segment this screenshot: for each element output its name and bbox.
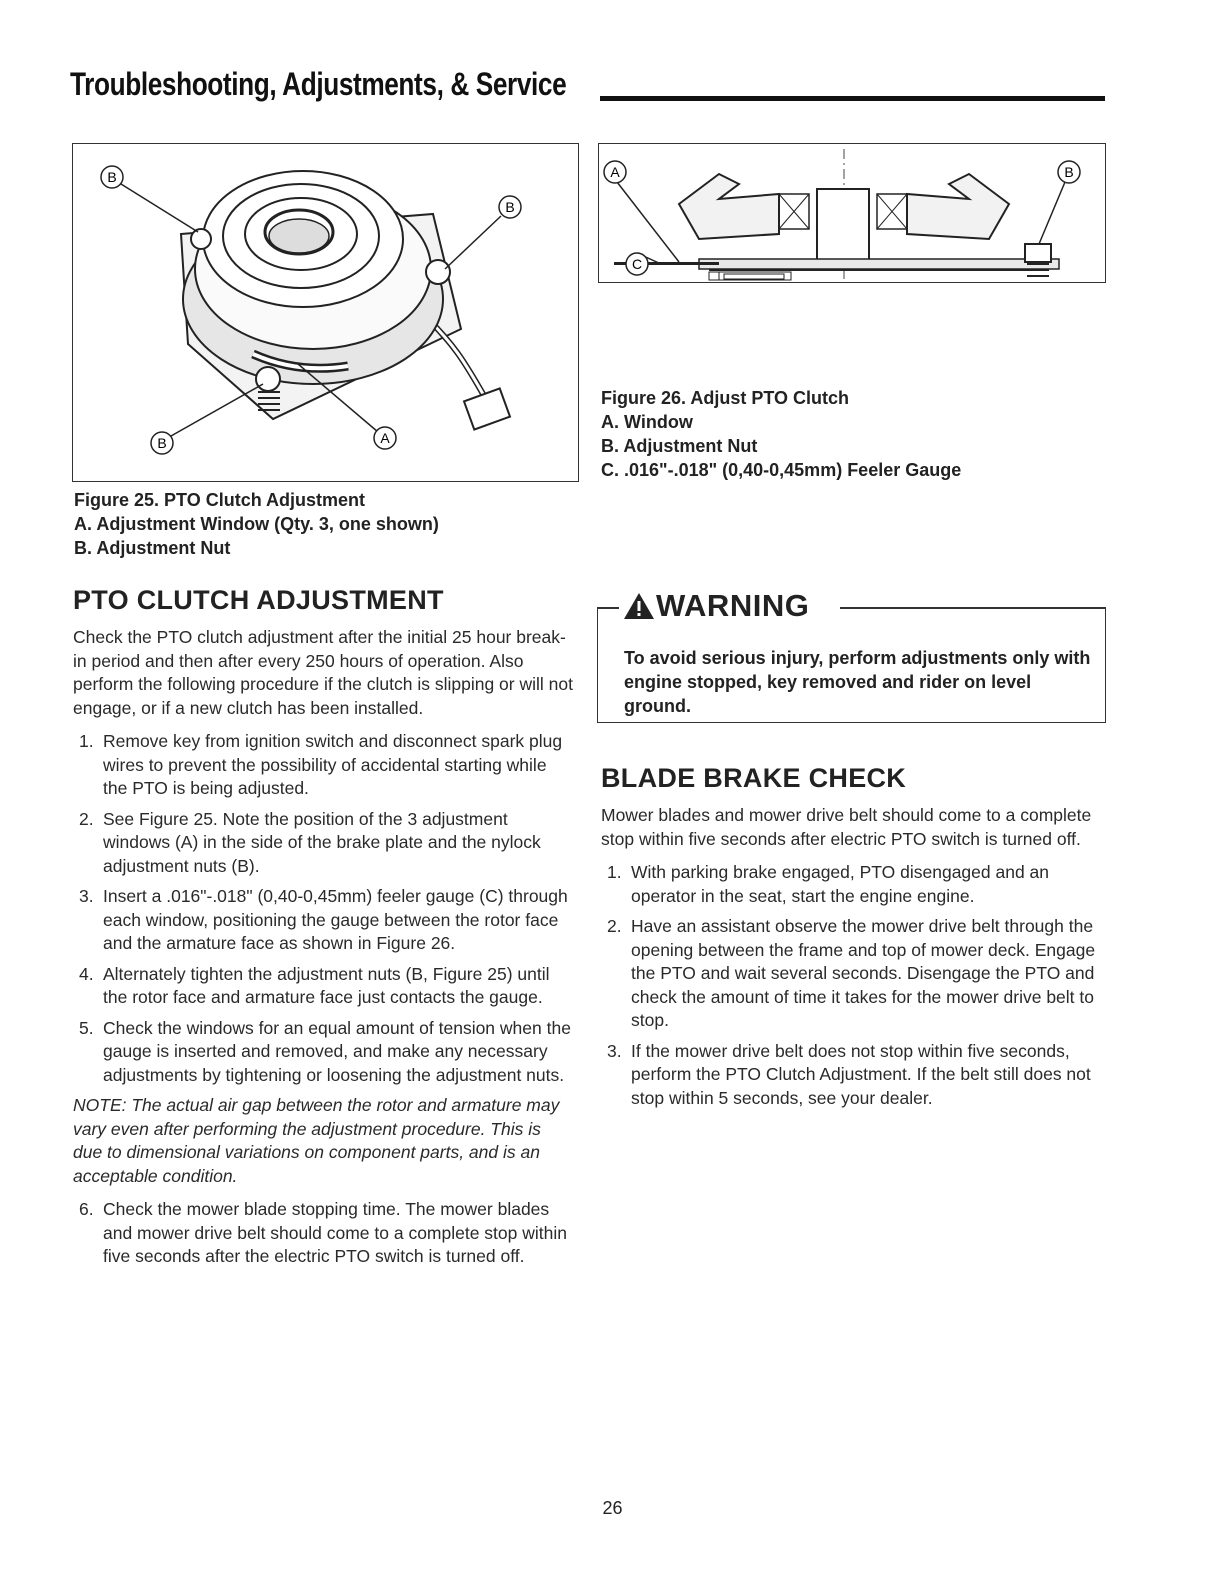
figure-26-caption-a: A. Window [601,412,693,432]
list-item: 1.Remove key from ignition switch and di… [79,731,563,798]
callout-c: C [632,256,642,272]
pto-heading: PTO CLUTCH ADJUSTMENT [73,585,444,615]
figure-26-caption-title: Figure 26. Adjust PTO Clutch [601,388,850,408]
header-rule [600,96,1105,101]
warning-top-rule-left [597,607,619,609]
figure-25-caption: Figure 25. PTO Clutch Adjustment A. Adju… [74,488,439,560]
pto-intro: Check the PTO clutch adjustment after th… [73,627,573,718]
list-item: 6.Check the mower blade stopping time. T… [79,1199,567,1266]
warning-title: WARNING [656,588,810,623]
figure-25: B B B A [72,143,579,482]
callout-b-bottom-left: B [157,435,166,451]
blade-section: Mower blades and mower drive belt should… [601,804,1096,1117]
blade-heading: BLADE BRAKE CHECK [601,763,907,793]
figure-25-caption-b: B. Adjustment Nut [74,538,231,558]
callout-b-top-left: B [107,169,116,185]
page-number: 26 [602,1498,623,1518]
callout-a: A [610,164,620,180]
pto-section: Check the PTO clutch adjustment after th… [73,626,573,1276]
blade-steps: 1.With parking brake engaged, PTO diseng… [601,861,1096,1110]
warning-triangle-icon [624,593,654,619]
list-item: 2.See Figure 25. Note the position of th… [79,808,541,876]
list-item: 4.Alternately tighten the adjustment nut… [79,963,550,1008]
list-item: 5.Check the windows for an equal amount … [79,1017,571,1085]
pto-note: NOTE: The actual air gap between the rot… [73,1095,560,1186]
list-item: 3.If the mower drive belt does not stop … [607,1040,1091,1108]
callout-b-top-right: B [505,199,514,215]
warning-top-rule-right [840,607,1106,609]
list-item: 3.Insert a .016"-.018" (0,40-0,45mm) fee… [79,886,568,953]
figure-25-caption-a: A. Adjustment Window (Qty. 3, one shown) [74,514,439,534]
warning-box [597,608,1106,723]
warning-text: To avoid serious injury, perform adjustm… [624,648,1091,716]
figure-26-caption-b: B. Adjustment Nut [601,436,758,456]
figure-26: A B C [598,143,1106,283]
pto-clutch-illustration: B B B A [100,165,522,455]
figure-26-caption-c: C. .016"-.018" (0,40-0,45mm) Feeler Gaug… [601,460,962,480]
callout-a-bottom: A [380,430,390,446]
list-item: 1.With parking brake engaged, PTO diseng… [607,862,1050,906]
list-item: 2.Have an assistant observe the mower dr… [607,916,1096,1030]
pto-steps: 1.Remove key from ignition switch and di… [73,730,573,1087]
blade-intro: Mower blades and mower drive belt should… [601,805,1092,849]
callout-b: B [1064,164,1073,180]
pto-step-6: 6.Check the mower blade stopping time. T… [73,1198,573,1269]
pto-clutch-cross-section: A B C [603,149,1081,281]
figure-25-caption-title: Figure 25. PTO Clutch Adjustment [74,490,366,510]
warning-header: WARNING [622,588,818,624]
figure-26-caption: Figure 26. Adjust PTO Clutch A. Window B… [601,386,961,482]
page-title: Troubleshooting, Adjustments, & Service [70,66,567,102]
